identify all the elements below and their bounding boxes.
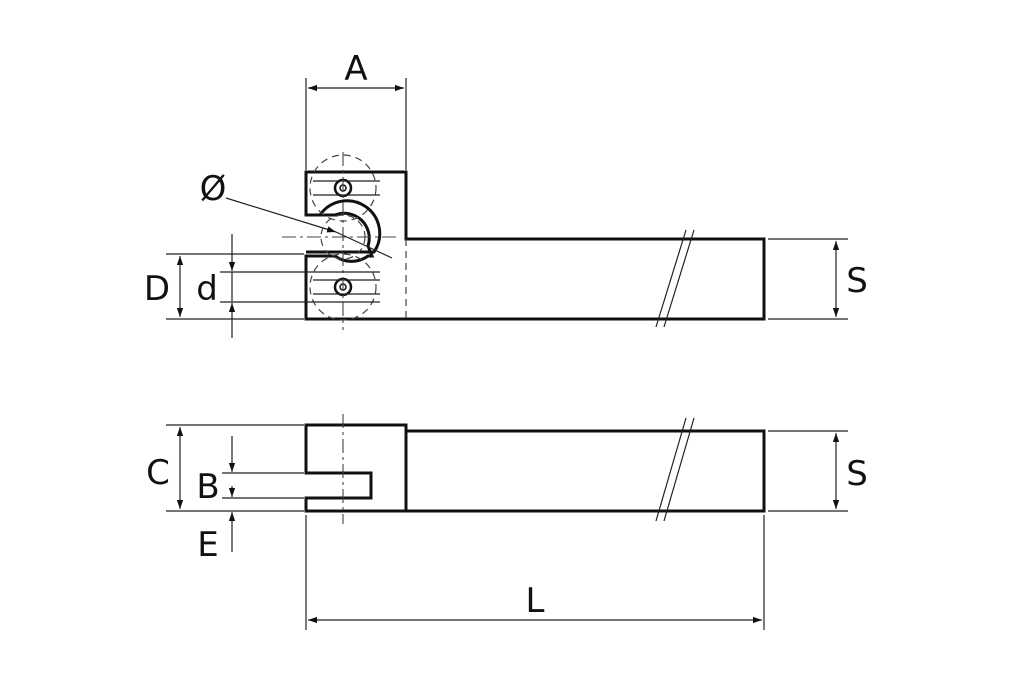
dim-l-label: L bbox=[526, 581, 545, 621]
bolt-guide-lines bbox=[313, 180, 380, 295]
top-view: A Ø D d S bbox=[144, 49, 868, 338]
dim-a-label: A bbox=[344, 49, 367, 89]
side-view-outline bbox=[304, 423, 766, 513]
u-slot bbox=[306, 199, 382, 254]
dim-D-label: D bbox=[144, 269, 170, 309]
diameter-leader-tail bbox=[335, 231, 393, 259]
side-break-line-2 bbox=[663, 417, 695, 522]
top-view-outline bbox=[304, 170, 766, 321]
diameter-leader bbox=[225, 197, 337, 233]
side-break-line-1 bbox=[655, 417, 687, 522]
dim-e-label: E bbox=[197, 525, 218, 565]
top-break-line-1 bbox=[655, 229, 687, 328]
side-view: C B E S L bbox=[146, 414, 868, 630]
dim-s-bottom-label: S bbox=[846, 454, 868, 494]
dim-small-d-label: d bbox=[196, 269, 218, 309]
dim-b-label: B bbox=[196, 467, 219, 507]
dim-s-top-label: S bbox=[846, 261, 868, 301]
top-break-line-2 bbox=[663, 229, 695, 328]
dim-c-label: C bbox=[146, 453, 170, 493]
diameter-label: Ø bbox=[200, 169, 227, 209]
